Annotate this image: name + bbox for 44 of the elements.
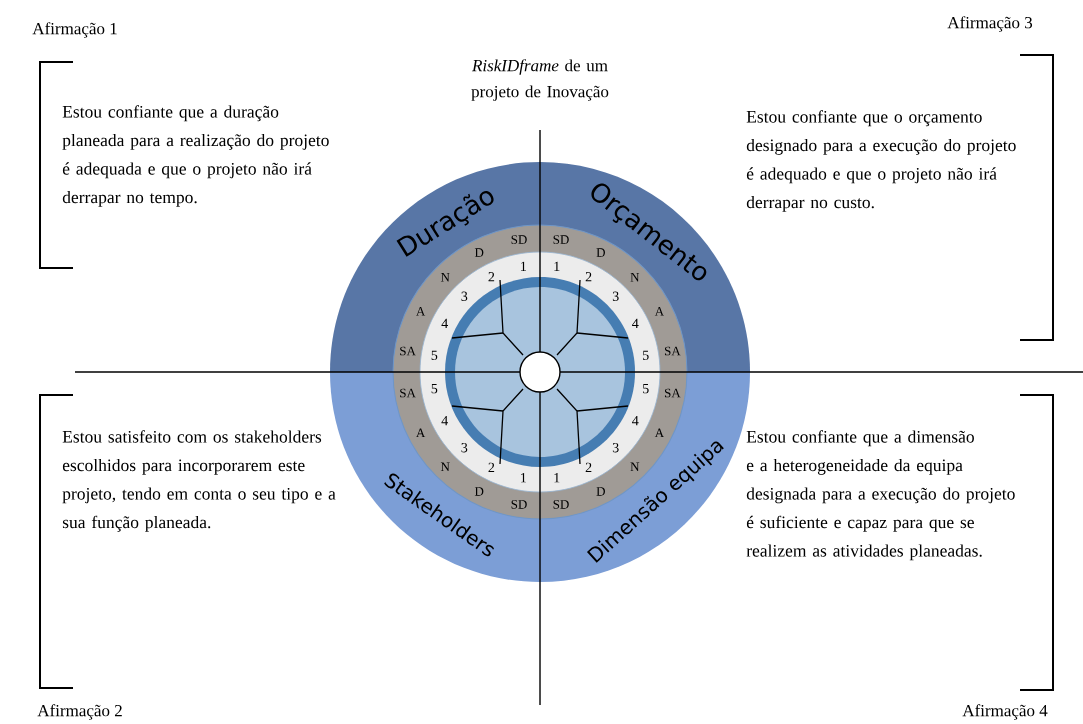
scale-number: 1	[554, 261, 560, 271]
scale-label: SD	[511, 500, 527, 509]
scale-number: 2	[585, 272, 592, 282]
scale-label: SD	[553, 235, 569, 244]
scale-number: 4	[632, 318, 639, 328]
scale-number: 3	[461, 443, 468, 453]
scale-number: 3	[461, 291, 468, 301]
scale-number: 2	[488, 272, 495, 282]
scale-label: A	[654, 306, 664, 316]
scale-number: 2	[585, 462, 592, 472]
scale-number: 1	[521, 261, 526, 271]
statement-heading: Afirmação 4	[962, 704, 1048, 720]
scale-number: 5	[643, 384, 649, 394]
statement-text: Estou confiante que a duração planeada para a realização do projeto é adequada e que o projeto não irá derrapar no tempo.	[62, 105, 329, 207]
statement-text: Estou confiante que a dimensão e a heterogeneidade da equipa designada para a execução do projeto é suficiente e capaz para que se realizem as atividades planeadas.	[746, 430, 1015, 561]
scale-number: 4	[441, 416, 448, 426]
statement-heading: Afirmação 1	[32, 22, 117, 38]
scale-number: 5	[643, 350, 649, 360]
scale-number: 2	[488, 462, 495, 472]
scale-number: 1	[521, 473, 526, 483]
scale-number: 1	[554, 473, 560, 483]
scale-label: N	[440, 462, 450, 472]
scale-label: N	[440, 272, 450, 282]
scale-label: N	[630, 462, 640, 472]
statement-text: Estou confiante que o orçamento designado para a execução do projeto é adequado e que o projeto não irá derrapar no custo.	[746, 110, 1016, 212]
scale-label: SA	[664, 388, 681, 398]
scale-label: SA	[664, 346, 681, 356]
scale-number: 3	[612, 443, 619, 453]
scale-number: 3	[612, 291, 619, 301]
statement-text: Estou satisfeito com os stakeholders escolhidos para incorporarem este projeto, tendo em conta o seu tipo e a sua função planeada.	[62, 430, 336, 532]
statement-heading: Afirmação 2	[37, 704, 122, 720]
scale-label: A	[416, 306, 426, 316]
scale-number: 5	[431, 350, 438, 360]
scale-label: SD	[511, 235, 527, 244]
scale-number: 5	[431, 384, 438, 394]
scale-label: A	[416, 428, 426, 438]
scale-label: SD	[553, 500, 569, 509]
scale-label: SA	[400, 346, 416, 356]
scale-label: SA	[400, 388, 416, 398]
title: RiskIDframe de um projeto de Inovação	[471, 59, 609, 101]
scale-number: 4	[441, 318, 448, 328]
scale-number: 4	[632, 416, 639, 426]
scale-label: A	[654, 428, 664, 438]
statement-heading: Afirmação 3	[947, 16, 1033, 32]
